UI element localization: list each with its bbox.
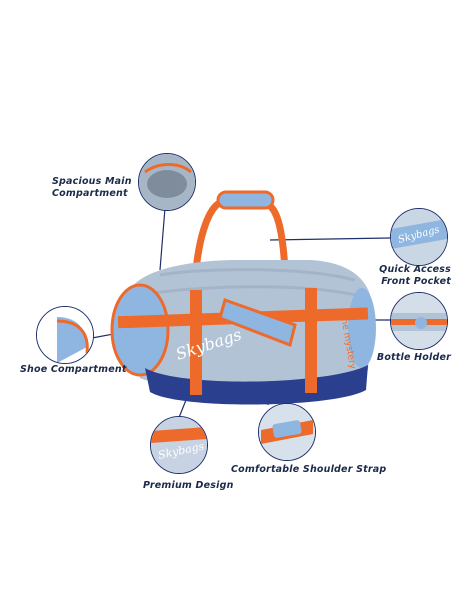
label-front-pocket: Quick Access Front Pocket bbox=[379, 264, 451, 287]
label-bottle-holder: Bottle Holder bbox=[376, 352, 451, 363]
duffel-bag-image: Skybags Hine mystery bbox=[110, 190, 376, 405]
callout-premium-design: Skybags bbox=[150, 416, 208, 474]
callout-shoulder-strap bbox=[258, 403, 316, 461]
connector-main-compartment bbox=[159, 207, 166, 271]
callout-shoe-compartment bbox=[36, 306, 94, 364]
label-shoe-compartment: Shoe Compartment bbox=[20, 364, 127, 375]
label-shoulder-strap: Comfortable Shoulder Strap bbox=[231, 464, 387, 475]
label-main-compartment: Spacious Main Compartment bbox=[52, 176, 132, 199]
callout-front-pocket: Skybags bbox=[390, 208, 448, 266]
callout-bottle-holder bbox=[390, 292, 448, 350]
label-premium-design: Premium Design bbox=[143, 480, 234, 491]
callout-main-compartment bbox=[138, 153, 196, 211]
connector-front-pocket bbox=[269, 237, 391, 241]
